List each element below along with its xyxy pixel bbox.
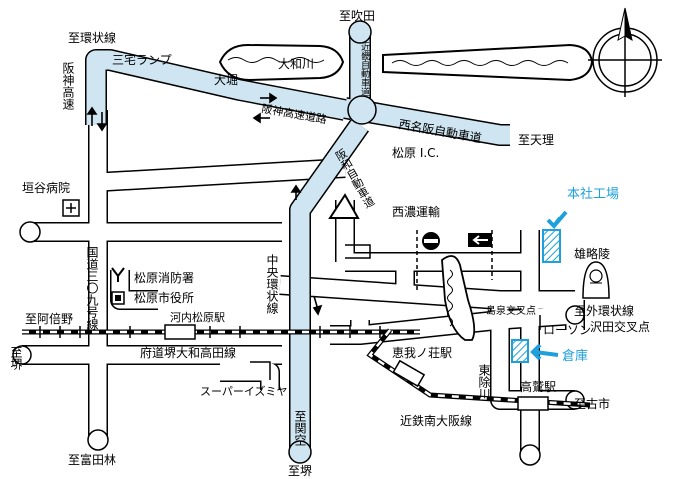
label-honsha-kojo: 本社工場 xyxy=(567,186,619,202)
label-to-tondabayashi: 至富田林 xyxy=(68,452,116,467)
fire-station-icon xyxy=(111,267,125,282)
label-chuo-kanjo: 中央環状線 xyxy=(265,253,279,314)
label-matsubara-ic: 松原 I.C. xyxy=(392,146,439,160)
hospital-icon xyxy=(62,199,80,217)
label-hanshin-expwy-v: 阪神高速 xyxy=(61,62,75,110)
label-to-furuichi: 至古市 xyxy=(574,396,610,411)
label-kakitani-hospital: 垣谷病院 xyxy=(22,180,70,195)
label-to-abeno: 至阿倍野 xyxy=(25,311,73,326)
tomb-icon xyxy=(582,261,610,299)
no-entry-icon xyxy=(422,232,440,250)
label-to-tenri: 至天理 xyxy=(518,133,554,147)
city-hall-icon xyxy=(111,291,125,305)
label-sotokanjo: 至外環状線 xyxy=(574,303,634,318)
label-kinki-expwy: 近畿自動車道 xyxy=(359,41,370,97)
label-seino-unyu: 西濃運輸 xyxy=(392,204,440,219)
supermarket-building xyxy=(250,361,271,380)
label-to-sakai-left: 至堺 xyxy=(9,346,23,371)
warehouse-arrow xyxy=(530,343,559,361)
label-fudo-sakai-takada: 府道堺大和高田線 xyxy=(140,345,236,360)
yamato-river xyxy=(218,43,594,82)
label-route-309: 国道三〇九号線 xyxy=(85,246,99,330)
direction-arrows xyxy=(86,92,323,316)
station-kawachi-matsubara xyxy=(164,324,196,340)
label-takawashi-sta: 高鷲駅 xyxy=(520,379,556,394)
compass-icon xyxy=(588,7,662,97)
label-miyake-ramp: 三宅ランプ xyxy=(112,52,172,67)
label-ohori: 大堀 xyxy=(214,72,238,87)
label-egano-sho-sta: 恵我ノ荘駅 xyxy=(392,346,452,360)
label-fire-station: 松原消防署 xyxy=(134,270,194,285)
label-soko: 倉庫 xyxy=(562,349,588,364)
label-higashiyoke-river: 東除川 xyxy=(477,364,491,400)
label-city-hall: 松原市役所 xyxy=(134,290,194,305)
label-to-kanjo: 至環状線 xyxy=(68,30,116,45)
label-to-sakai-bottom: 至堺 xyxy=(288,464,312,478)
label-to-suita: 至吹田 xyxy=(339,9,375,23)
label-yuryaku-ryo: 雄略陵 xyxy=(574,246,610,261)
triangle-icon xyxy=(328,193,360,219)
label-kintetsu-line: 近鉄南大阪線 xyxy=(400,413,472,428)
label-supermarket: スーパーイズミヤ xyxy=(200,384,288,398)
label-yamato-river: 大和川 xyxy=(278,57,314,71)
label-sawada: 沢田交叉点 xyxy=(590,319,650,334)
label-lawson: ローソン xyxy=(543,323,591,337)
higashiyoke-river xyxy=(441,255,476,341)
label-shimaizumi: 島泉交叉点 xyxy=(486,304,536,317)
expressways xyxy=(85,20,511,464)
label-to-kanku: 至関空 xyxy=(293,410,307,446)
railways xyxy=(22,324,591,411)
head-office-arrow xyxy=(546,210,568,230)
warehouse xyxy=(511,339,529,363)
one-way-icon xyxy=(468,233,492,247)
station-takawashi xyxy=(517,396,549,411)
label-kawachi-matsubara-sta: 河内松原駅 xyxy=(170,310,225,324)
seino-building xyxy=(345,244,371,259)
head-office-factory xyxy=(542,229,561,263)
station-egano-sho xyxy=(392,359,426,388)
